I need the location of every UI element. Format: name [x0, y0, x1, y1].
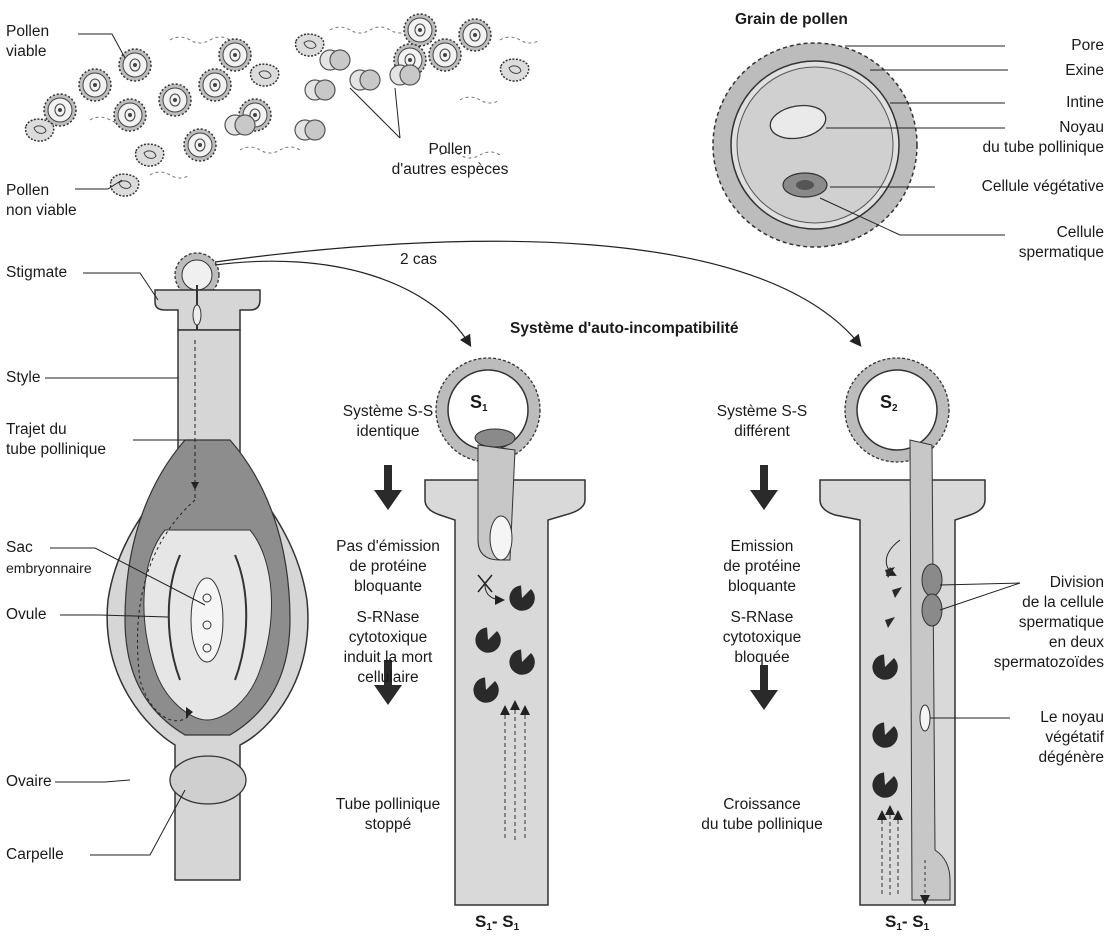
label-cellule-vegetative: Cellule végétative: [982, 177, 1104, 197]
system-title: Système d'auto-incompatibilité: [510, 319, 738, 339]
case2-pistil: [820, 358, 1020, 905]
case1-pistil: [425, 358, 585, 905]
label-stigmate: Stigmate: [6, 263, 67, 283]
label-exine: Exine: [1065, 61, 1104, 81]
label-intine: Intine: [1066, 93, 1104, 113]
case2-s-label: S2: [880, 392, 898, 419]
label-pore: Pore: [1071, 36, 1104, 56]
pollen-grain-detail: [713, 43, 1008, 247]
case1-s-label: S1: [470, 392, 488, 419]
case1-genotype: S1- S1: [475, 912, 519, 938]
label-2-cas: 2 cas: [400, 250, 437, 270]
label-ovaire: Ovaire: [6, 772, 52, 792]
label-ovule: Ovule: [6, 605, 47, 625]
grain-title: Grain de pollen: [735, 10, 848, 30]
label-style: Style: [6, 368, 40, 388]
label-carpelle: Carpelle: [6, 845, 64, 865]
case2-genotype: S1- S1: [885, 912, 929, 938]
pistil-longitudinal: [107, 253, 308, 880]
